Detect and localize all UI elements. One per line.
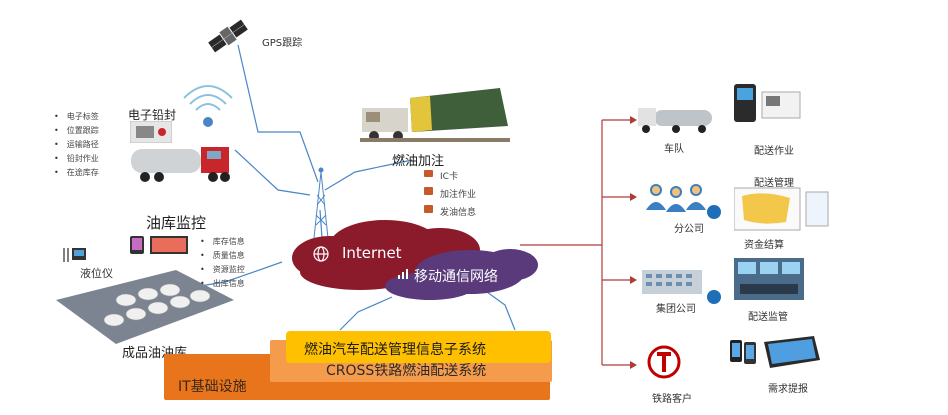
line-cloud-subsystem-right bbox=[486, 291, 516, 331]
group-building-image bbox=[642, 264, 702, 296]
mobile-devices-image bbox=[730, 334, 822, 370]
seal-item: 铅封作业 bbox=[54, 153, 99, 164]
depot-item: 库存信息 bbox=[200, 236, 245, 247]
demand-submission-label: 需求提报 bbox=[768, 384, 808, 395]
fuel-truck-image bbox=[127, 143, 235, 185]
seal-item: 位置跟踪 bbox=[54, 125, 99, 136]
settlement-label: 资金结算 bbox=[744, 240, 784, 251]
branch-label: 分公司 bbox=[674, 224, 704, 235]
depot-item: 资源监控 bbox=[200, 264, 245, 275]
depot-monitor-title: 油库监控 bbox=[146, 214, 207, 232]
network-cloud bbox=[292, 220, 538, 300]
delivery-map-image bbox=[733, 186, 830, 232]
fueling-item: 加注作业 bbox=[440, 190, 477, 200]
delivery-management-label: 配送管理 bbox=[754, 178, 794, 189]
monitoring-center-image bbox=[734, 258, 804, 300]
arrowhead-fleet bbox=[630, 116, 637, 124]
electronic-seal-title: 电子铅封 bbox=[128, 108, 177, 122]
arrowhead-branch bbox=[630, 193, 637, 201]
wifi-signal-icon bbox=[183, 85, 233, 111]
fleet-label: 车队 bbox=[664, 144, 684, 155]
delivery-subsystem-band: 燃油汽车配送管理信息子系统 bbox=[286, 331, 551, 363]
level-gauge-icon bbox=[63, 248, 86, 262]
branch-people-image bbox=[644, 182, 708, 212]
group-company-label: 集团公司 bbox=[656, 304, 696, 315]
handheld-terminal-image bbox=[734, 84, 804, 124]
seal-item: 电子标签 bbox=[54, 111, 99, 122]
satellite-icon bbox=[208, 19, 248, 53]
gps-label: GPS跟踪 bbox=[262, 38, 303, 49]
depot-item: 质量信息 bbox=[200, 250, 245, 261]
fueling-item: 发油信息 bbox=[440, 208, 477, 218]
mobile-network-label: 移动通信网络 bbox=[414, 269, 498, 285]
delivery-operation-label: 配送作业 bbox=[754, 146, 794, 157]
line-seal-tower bbox=[234, 149, 311, 196]
line-gps-tower bbox=[237, 44, 319, 183]
fueling-title: 燃油加注 bbox=[392, 154, 445, 169]
fueling-item: IC卡 bbox=[440, 172, 458, 182]
fleet-truck-image bbox=[636, 104, 716, 134]
globe-icon bbox=[313, 246, 329, 262]
fuel-item-icons bbox=[424, 170, 433, 213]
seal-item: 运输路径 bbox=[54, 139, 99, 150]
locomotive-image bbox=[360, 88, 510, 144]
depot-image bbox=[56, 270, 234, 344]
delivery-monitor-label: 配送监管 bbox=[748, 312, 788, 323]
level-gauge-label: 液位仪 bbox=[80, 267, 113, 280]
signal-bars-icon bbox=[398, 269, 408, 279]
m-logo-icon bbox=[707, 205, 721, 304]
line-fuel-tower bbox=[324, 159, 413, 191]
cross-system-label: CROSS铁路燃油配送系统 bbox=[326, 363, 487, 379]
delivery-subsystem-label: 燃油汽车配送管理信息子系统 bbox=[304, 342, 486, 358]
monitor-devices-image bbox=[128, 234, 192, 256]
it-infrastructure-label: IT基础设施 bbox=[178, 379, 247, 395]
seal-chip-icon bbox=[203, 117, 213, 127]
seal-device-image bbox=[129, 120, 173, 144]
line-tower-cloud bbox=[319, 209, 323, 239]
arrowhead-rail bbox=[630, 361, 637, 369]
depot-item: 出库信息 bbox=[200, 278, 245, 289]
rail-customer-label: 铁路客户 bbox=[652, 394, 692, 405]
seal-item: 在途库存 bbox=[54, 167, 99, 178]
antenna-tower-icon bbox=[313, 167, 329, 239]
railway-logo-icon bbox=[647, 345, 681, 379]
internet-label: Internet bbox=[342, 244, 402, 262]
arrowhead-group bbox=[630, 276, 637, 284]
line-cloud-subsystem-left bbox=[339, 296, 393, 331]
